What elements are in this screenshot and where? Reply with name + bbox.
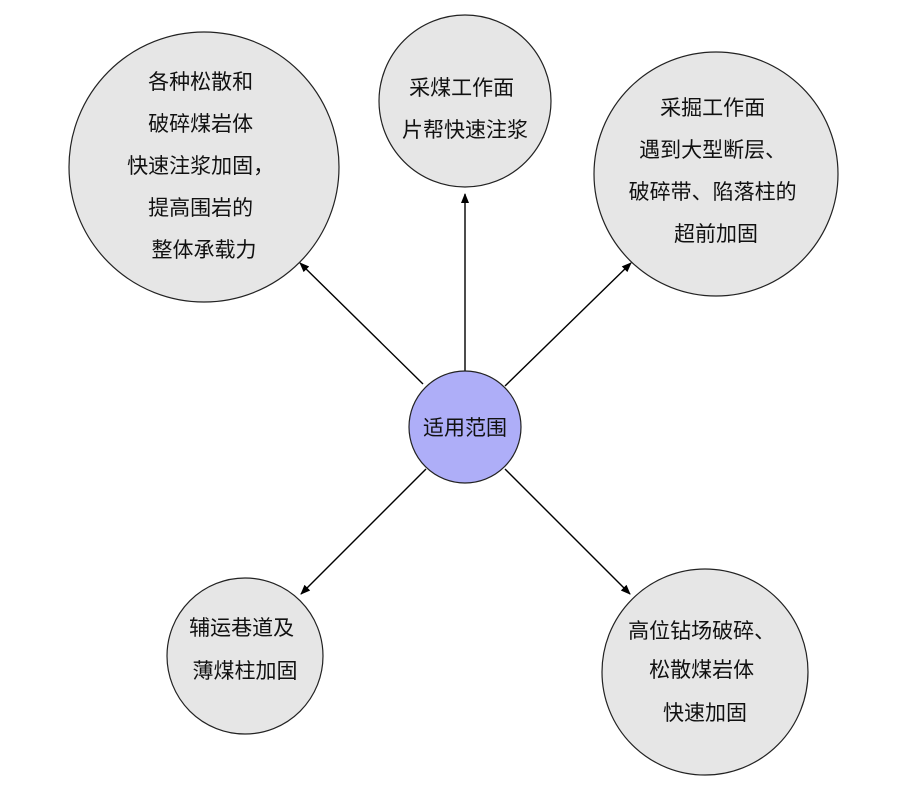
center-circle [408,370,522,484]
node-high-drill-site: 高位钻场破碎、 松散煤岩体 快速加固 [601,568,809,776]
node-label-line: 提高围岩的 [148,196,253,220]
arrow-to-loose-broken-rock [299,262,424,385]
node-label-line: 破碎煤岩体 [148,112,253,136]
node-coal-face-rib: 采煤工作面 片帮快速注浆 [378,14,552,188]
node-label-line: 采掘工作面 [660,96,765,120]
node-label-line: 遇到大型断层、 [639,138,786,162]
node-circle [378,14,552,188]
node-label: 辅运巷道及 薄煤柱加固 [189,616,301,683]
node-label-line: 采煤工作面 [409,76,514,100]
node-haulage-roadway: 辅运巷道及 薄煤柱加固 [166,577,324,735]
node-label-line: 快速加固 [663,701,747,725]
connector-arrows [299,193,632,595]
arrow-to-high-drill-site [504,468,631,595]
node-label-line: 各种松散和 [148,70,253,94]
node-heading-face-fault: 采掘工作面 遇到大型断层、 破碎带、陷落柱的 超前加固 [593,51,839,297]
node-label: 采掘工作面 遇到大型断层、 破碎带、陷落柱的 超前加固 [629,96,804,246]
node-circle [166,577,324,735]
node-label-line: 快速注浆加固， [127,154,274,178]
node-circle [68,31,340,303]
arrow-to-heading-face-fault [504,262,632,387]
node-label-line: 片帮快速注浆 [402,118,528,142]
node-label-line: 薄煤柱加固 [193,659,298,683]
node-label-line: 高位钻场破碎、 [628,619,775,643]
node-label: 采煤工作面 片帮快速注浆 [402,76,528,142]
node-label-line: 破碎带、陷落柱的 [629,180,797,204]
node-label-line: 超前加固 [674,222,758,246]
node-label: 高位钻场破碎、 松散煤岩体 快速加固 [628,619,782,725]
node-label-line: 辅运巷道及 [189,616,294,640]
node-circle [593,51,839,297]
center-label: 适用范围 [423,416,507,440]
node-circle [601,568,809,776]
node-loose-broken-rock: 各种松散和 破碎煤岩体 快速注浆加固， 提高围岩的 整体承载力 [68,31,340,303]
center-node: 适用范围 [408,370,522,484]
node-label-line: 整体承载力 [152,238,257,262]
node-label-line: 松散煤岩体 [649,658,754,682]
node-label: 各种松散和 破碎煤岩体 快速注浆加固， 提高围岩的 整体承载力 [127,70,281,262]
arrow-to-haulage-roadway [300,468,427,595]
